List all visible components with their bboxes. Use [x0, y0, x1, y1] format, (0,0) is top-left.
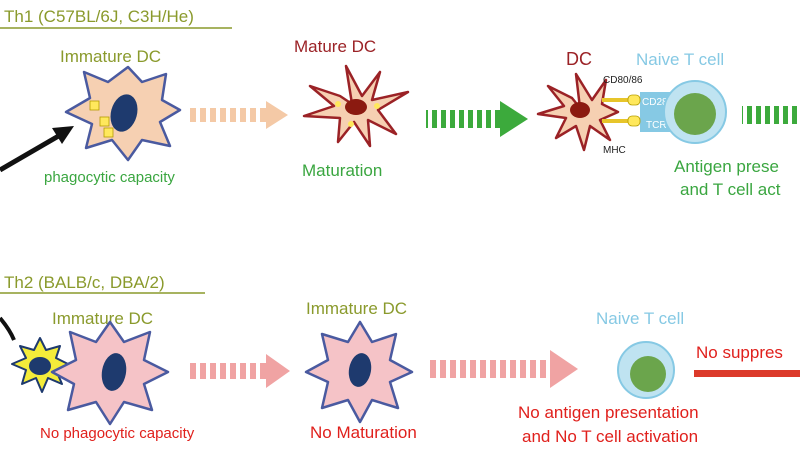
th1-outcome-line1: Antigen prese: [674, 157, 779, 176]
th2-immature-dc-2-cell: [304, 320, 414, 424]
th1-cd28-label: CD28: [642, 97, 668, 108]
th1-dc-cell: [536, 72, 620, 152]
th1-peach-arrow: [186, 101, 288, 129]
th2-immature-dc-2-label: Immature DC: [306, 299, 407, 318]
th2-outcome-line2: and No T cell activation: [522, 427, 698, 446]
th2-outcome-line1: No antigen presentation: [518, 403, 699, 422]
th2-heading: Th2 (BALB/c, DBA/2): [4, 273, 165, 292]
th1-naive-t-cell-label: Naive T cell: [636, 50, 724, 69]
th2-entry-arrow: [0, 316, 16, 341]
th1-dc-label: DC: [566, 49, 592, 69]
th1-immature-dc-cell: [64, 65, 182, 162]
th1-maturation-label: Maturation: [302, 161, 382, 180]
th1-mature-dc-label: Mature DC: [294, 37, 376, 56]
th1-naive-t-cell: [663, 80, 727, 144]
th2-pink-arrow-1: [186, 354, 290, 388]
th2-suppression-bar: [694, 370, 800, 377]
th1-cd80-86-label: CD80/86: [603, 75, 643, 86]
th1-heading: Th1 (C57BL/6J, C3H/He): [4, 7, 194, 26]
th2-pink-arrow-2: [426, 350, 578, 388]
th2-naive-t-cell: [617, 341, 675, 399]
th1-entry-arrow: [0, 126, 74, 173]
th1-green-arrow: [426, 101, 528, 137]
th1-outcome-line2: and T cell act: [680, 180, 781, 199]
th2-pathogen: [11, 337, 69, 393]
th1-mhc-label: MHC: [603, 145, 626, 156]
th1-mature-dc-cell: [302, 64, 410, 148]
th1-immature-dc-label: Immature DC: [60, 47, 161, 66]
th2-no-phagocytic-label: No phagocytic capacity: [40, 425, 195, 442]
th1-tcr-label: TCR: [646, 120, 667, 131]
th2-immature-dc-1-cell: [50, 320, 170, 426]
th2-suppression-label: No suppres: [696, 343, 783, 362]
th1-phagocytic-label: phagocytic capacity: [44, 169, 175, 186]
th2-no-maturation-label: No Maturation: [310, 423, 417, 442]
th2-immature-dc-1-label: Immature DC: [52, 309, 153, 328]
th1-right-green-arrow: [742, 106, 800, 124]
th2-naive-t-cell-label: Naive T cell: [596, 309, 684, 328]
